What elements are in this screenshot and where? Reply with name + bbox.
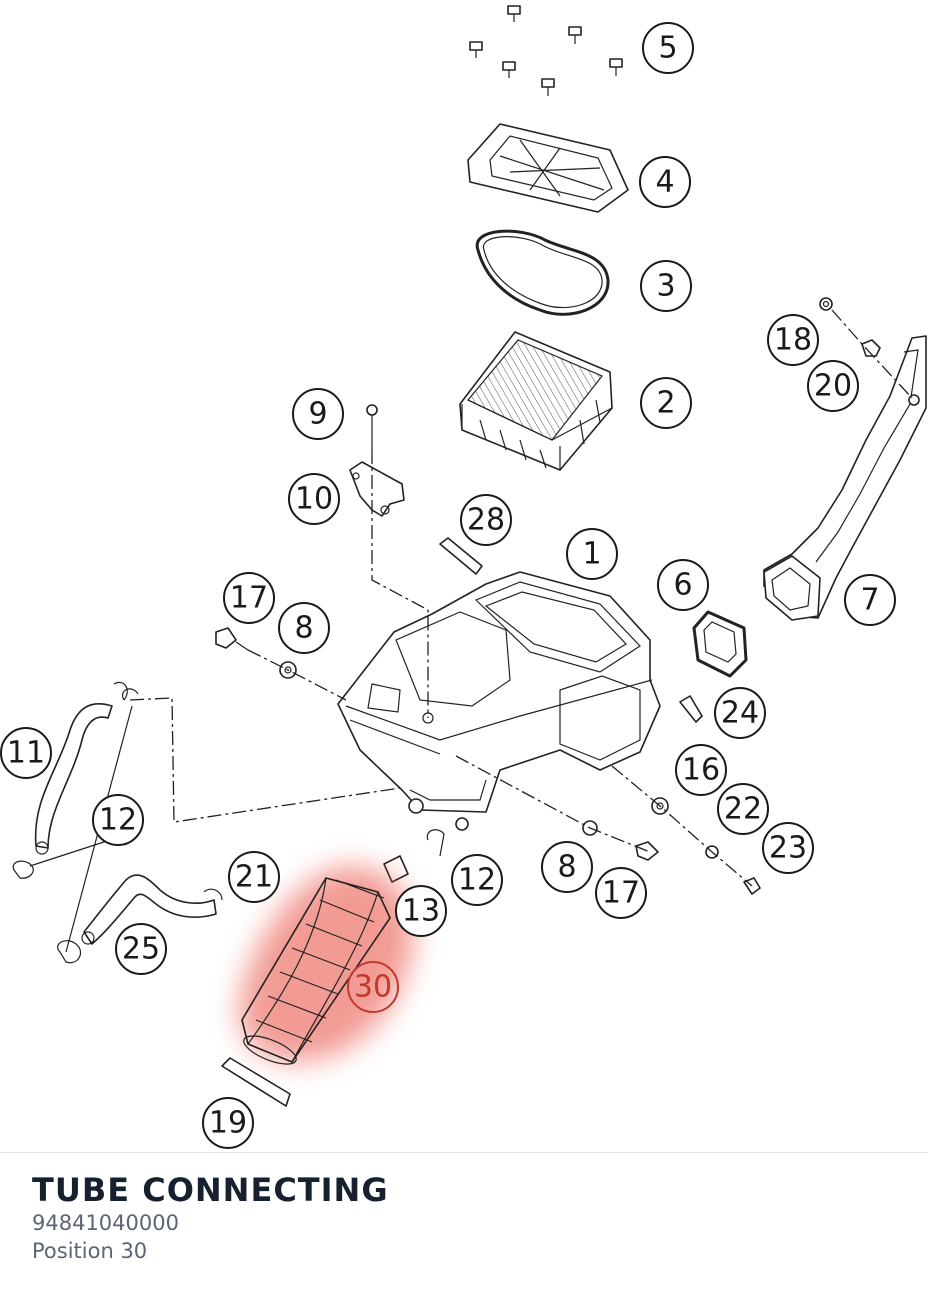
callout-8-right[interactable]: 8 (541, 841, 593, 893)
part-position: Position 30 (32, 1239, 148, 1263)
part-number: 94841040000 (32, 1211, 179, 1235)
part-info-panel: TUBE CONNECTING 94841040000 Position 30 (0, 1152, 928, 1291)
callout-11[interactable]: 11 (0, 727, 52, 779)
hose-part-11[interactable] (34, 681, 128, 855)
clamp-part-12-small[interactable] (203, 888, 223, 901)
svg-text:8: 8 (557, 850, 576, 885)
callout-24[interactable]: 24 (714, 687, 766, 739)
clamp-part-12-left[interactable] (12, 688, 139, 964)
gasket-part-3[interactable] (475, 229, 610, 316)
svg-text:16: 16 (682, 753, 720, 788)
callout-18[interactable]: 18 (767, 314, 819, 366)
callout-16[interactable]: 16 (675, 744, 727, 796)
svg-text:19: 19 (209, 1106, 247, 1141)
callout-8-left[interactable]: 8 (278, 602, 330, 654)
svg-text:6: 6 (673, 568, 692, 603)
svg-text:18: 18 (774, 323, 812, 358)
callout-6[interactable]: 6 (657, 559, 709, 611)
callout-4[interactable]: 4 (639, 156, 691, 208)
bracket-part-10[interactable] (349, 461, 405, 517)
exploded-parts-diagram: 1 2 3 4 5 6 7 8 8 9 10 11 12 12 13 16 17… (0, 5, 927, 1149)
svg-text:8: 8 (294, 611, 313, 646)
callout-21[interactable]: 21 (228, 851, 280, 903)
airbox-part-1[interactable] (337, 571, 661, 831)
svg-text:17: 17 (230, 581, 268, 616)
svg-text:9: 9 (308, 397, 327, 432)
rubber-seal-part-6[interactable] (692, 610, 748, 678)
callout-10[interactable]: 10 (288, 473, 340, 525)
svg-text:17: 17 (602, 876, 640, 911)
clip-part-28[interactable] (439, 537, 483, 575)
clamp-part-12-right[interactable] (426, 829, 445, 857)
screw-part-9[interactable] (366, 404, 378, 450)
svg-text:28: 28 (467, 503, 505, 538)
hose-part-25[interactable] (81, 874, 217, 945)
callout-13[interactable]: 13 (395, 885, 447, 937)
callout-28[interactable]: 28 (460, 494, 512, 546)
pipe-part-19[interactable] (221, 1057, 291, 1107)
callout-22[interactable]: 22 (717, 783, 769, 835)
svg-text:30: 30 (354, 970, 392, 1005)
callout-19[interactable]: 19 (202, 1097, 254, 1149)
filter-cage-part-4[interactable] (467, 123, 629, 213)
screws-part-5[interactable] (469, 5, 623, 96)
svg-text:20: 20 (814, 369, 852, 404)
screw-part-17-left[interactable] (215, 627, 249, 651)
sleeve-part-13[interactable] (383, 855, 409, 883)
svg-text:2: 2 (656, 386, 675, 421)
svg-text:25: 25 (122, 932, 160, 967)
grommet-part-18[interactable] (819, 297, 833, 311)
svg-text:12: 12 (458, 863, 496, 898)
clip-part-24[interactable] (679, 695, 703, 723)
callout-3[interactable]: 3 (640, 260, 692, 312)
svg-text:4: 4 (655, 165, 674, 200)
callout-30[interactable]: 30 (347, 961, 399, 1013)
callout-17-right[interactable]: 17 (595, 867, 647, 919)
svg-text:1: 1 (582, 537, 601, 572)
part-name: TUBE CONNECTING (32, 1171, 389, 1209)
nut-part-20[interactable] (861, 339, 881, 357)
tube-connecting-part-30[interactable] (239, 865, 414, 1070)
svg-text:3: 3 (656, 269, 675, 304)
svg-text:12: 12 (99, 803, 137, 838)
callout-2[interactable]: 2 (640, 377, 692, 429)
callout-12-left[interactable]: 12 (92, 794, 144, 846)
svg-text:22: 22 (724, 792, 762, 827)
callout-25[interactable]: 25 (115, 923, 167, 975)
callout-20[interactable]: 20 (807, 360, 859, 412)
callout-7[interactable]: 7 (844, 574, 896, 626)
intake-snorkel-part-7[interactable] (763, 335, 927, 621)
svg-text:24: 24 (721, 696, 759, 731)
callout-12-right[interactable]: 12 (451, 854, 503, 906)
air-filter-part-2[interactable] (459, 331, 613, 471)
svg-text:10: 10 (295, 482, 333, 517)
callout-23[interactable]: 23 (762, 822, 814, 874)
svg-text:7: 7 (860, 583, 879, 618)
callout-9[interactable]: 9 (292, 388, 344, 440)
svg-text:13: 13 (402, 894, 440, 929)
svg-text:11: 11 (7, 736, 45, 771)
callout-1[interactable]: 1 (566, 528, 618, 580)
svg-text:5: 5 (658, 31, 677, 66)
svg-text:23: 23 (769, 831, 807, 866)
callout-17-left[interactable]: 17 (223, 572, 275, 624)
callout-5[interactable]: 5 (642, 22, 694, 74)
svg-text:21: 21 (235, 860, 273, 895)
